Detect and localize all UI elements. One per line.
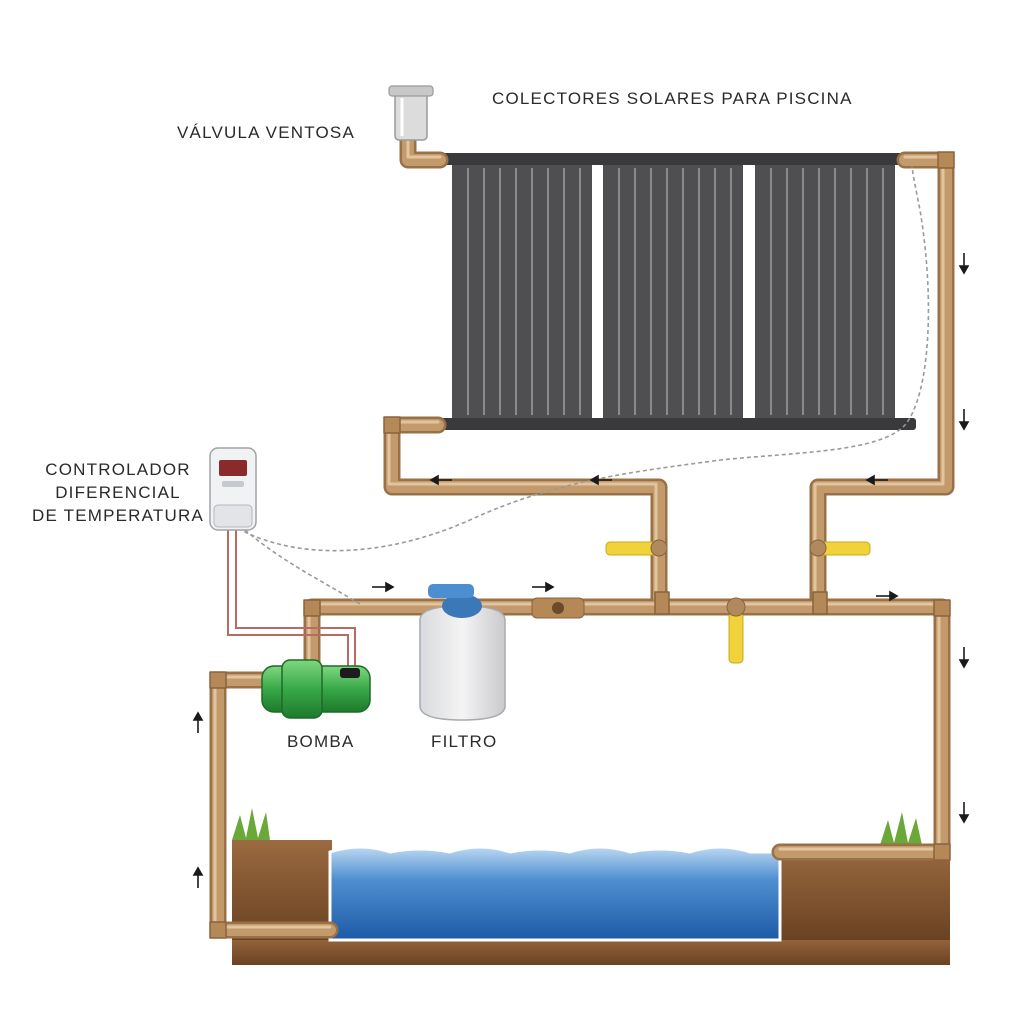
arrow-icon xyxy=(429,474,452,486)
arrow-icon xyxy=(958,253,970,275)
controller-display xyxy=(219,460,247,476)
arrow-icon xyxy=(192,711,204,733)
arrow-icon xyxy=(958,409,970,431)
pump-label: BOMBA xyxy=(287,732,355,751)
controller-label-line-3: DE TEMPERATURA xyxy=(31,506,205,525)
wire-collector-sensor xyxy=(231,164,930,552)
flow-arrows xyxy=(192,253,970,888)
arrow-icon xyxy=(876,590,899,602)
arrow-icon xyxy=(192,866,204,888)
vent-valve xyxy=(388,85,434,141)
valve-handle-icon xyxy=(605,539,668,557)
controller-label-line-2: DIFERENCIAL xyxy=(55,483,181,502)
valves xyxy=(531,539,871,664)
pool xyxy=(232,808,950,965)
collector-panel-2 xyxy=(603,165,743,418)
arrow-icon xyxy=(958,647,970,669)
solar-collectors xyxy=(438,153,916,430)
arrow-icon xyxy=(372,581,395,593)
pipe-left-supply xyxy=(383,416,668,607)
check-valve-icon xyxy=(531,597,585,619)
filter-label: FILTRO xyxy=(431,732,498,751)
arrow-icon xyxy=(589,474,612,486)
pipe-main-top xyxy=(303,598,951,861)
collector-panel-1 xyxy=(452,165,592,418)
vent-valve-label: VÁLVULA VENTOSA xyxy=(177,123,355,142)
arrow-icon xyxy=(865,474,888,486)
pool-water xyxy=(328,845,782,942)
pipe-couplings xyxy=(209,151,955,939)
collector-panel-3 xyxy=(755,165,895,418)
ground-right xyxy=(780,845,950,940)
arrow-icon xyxy=(532,581,555,593)
pump xyxy=(261,659,371,719)
wire-pool-sensor xyxy=(244,529,361,605)
valve-handle-icon xyxy=(726,597,746,664)
controller-label-line-1: CONTROLADOR xyxy=(45,460,191,479)
valve-handle-icon xyxy=(809,539,871,557)
controller-label: CONTROLADOR DIFERENCIAL DE TEMPERATURA xyxy=(18,458,218,527)
collector-header-top xyxy=(438,153,916,165)
sensor-wires xyxy=(231,164,930,605)
collector-header-bottom xyxy=(438,418,916,430)
temperature-controller xyxy=(209,447,257,531)
arrow-icon xyxy=(958,802,970,824)
collectors-label: COLECTORES SOLARES PARA PISCINA xyxy=(492,89,853,108)
grass-icon xyxy=(232,808,922,845)
filter xyxy=(419,584,506,721)
pump-power-wires xyxy=(227,525,356,672)
